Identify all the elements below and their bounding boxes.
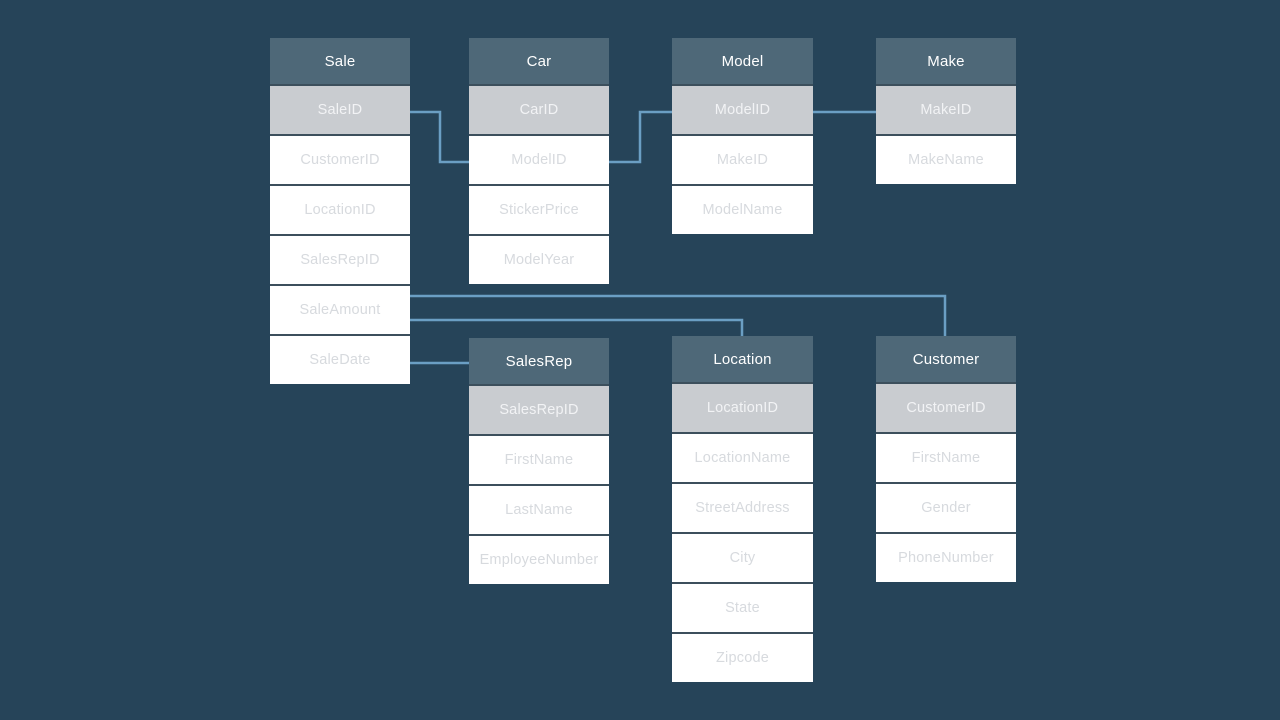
table-title-make: Make (876, 38, 1016, 84)
field-row-sale[interactable]: SalesRepID (270, 234, 410, 284)
field-row-customer[interactable]: Gender (876, 482, 1016, 532)
table-title-customer: Customer (876, 336, 1016, 382)
field-row-salesrep[interactable]: LastName (469, 484, 609, 534)
field-row-salesrep[interactable]: EmployeeNumber (469, 534, 609, 584)
field-row-location[interactable]: State (672, 582, 813, 632)
field-row-car[interactable]: StickerPrice (469, 184, 609, 234)
relationship-sale-customer (410, 294, 947, 336)
field-row-car[interactable]: ModelYear (469, 234, 609, 284)
table-title-car: Car (469, 38, 609, 84)
field-row-car[interactable]: ModelID (469, 134, 609, 184)
table-title-model: Model (672, 38, 813, 84)
table-title-salesrep: SalesRep (469, 338, 609, 384)
primary-key-row-sale[interactable]: SaleID (270, 84, 410, 134)
field-row-customer[interactable]: FirstName (876, 432, 1016, 482)
primary-key-row-model[interactable]: ModelID (672, 84, 813, 134)
field-row-customer[interactable]: PhoneNumber (876, 532, 1016, 582)
field-row-model[interactable]: MakeID (672, 134, 813, 184)
primary-key-row-location[interactable]: LocationID (672, 382, 813, 432)
field-row-salesrep[interactable]: FirstName (469, 434, 609, 484)
field-row-location[interactable]: City (672, 532, 813, 582)
relationship-model-car (609, 110, 672, 164)
table-title-sale: Sale (270, 38, 410, 84)
field-row-sale[interactable]: CustomerID (270, 134, 410, 184)
relationship-car-sale (410, 110, 469, 164)
primary-key-row-make[interactable]: MakeID (876, 84, 1016, 134)
relationship-sale-location (410, 318, 744, 336)
field-row-make[interactable]: MakeName (876, 134, 1016, 184)
field-row-location[interactable]: Zipcode (672, 632, 813, 682)
primary-key-row-customer[interactable]: CustomerID (876, 382, 1016, 432)
field-row-location[interactable]: LocationName (672, 432, 813, 482)
field-row-model[interactable]: ModelName (672, 184, 813, 234)
primary-key-row-car[interactable]: CarID (469, 84, 609, 134)
table-title-location: Location (672, 336, 813, 382)
primary-key-row-salesrep[interactable]: SalesRepID (469, 384, 609, 434)
field-row-sale[interactable]: LocationID (270, 184, 410, 234)
field-row-location[interactable]: StreetAddress (672, 482, 813, 532)
field-row-sale[interactable]: SaleAmount (270, 284, 410, 334)
field-row-sale[interactable]: SaleDate (270, 334, 410, 384)
